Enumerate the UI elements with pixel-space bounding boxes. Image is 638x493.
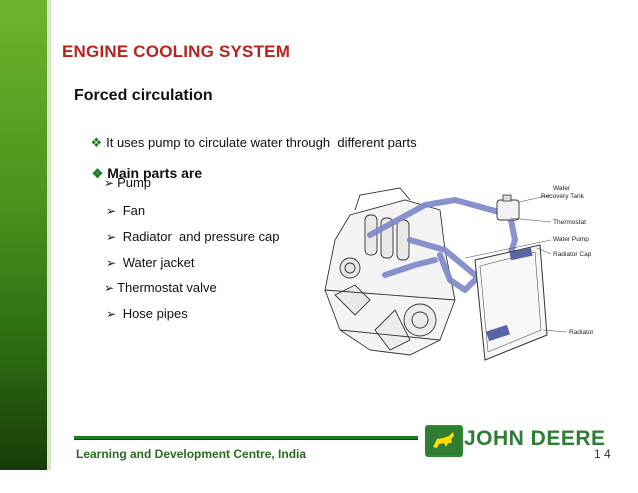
cooling-system-diagram: Water Recovery Tank Thermostat Water Pum… — [324, 185, 594, 361]
diagram-label-recovery-tank: Recovery Tank — [541, 193, 585, 200]
arrow-bullet-icon: ➢ — [106, 230, 117, 244]
bullet-pump-description: ❖It uses pump to circulate water through… — [76, 120, 417, 166]
recovery-tank — [496, 199, 520, 221]
left-green-bar — [0, 0, 47, 470]
coolant-hoses — [367, 197, 518, 293]
part-item: ➢ Hose pipes — [106, 306, 188, 321]
arrow-bullet-icon: ➢ — [106, 256, 117, 270]
part-label: Water jacket — [122, 255, 195, 270]
footer-rule-dark — [74, 439, 418, 440]
diagram-label-water: Water — [553, 185, 571, 192]
part-label: Hose pipes — [122, 306, 188, 321]
arrow-bullet-icon: ➢ — [104, 176, 115, 190]
arrow-bullet-icon: ➢ — [104, 281, 115, 295]
diamond-bullet-icon: ❖ — [90, 135, 103, 150]
arrow-bullet-icon: ➢ — [106, 204, 117, 218]
diamond-bullet-icon: ❖ — [91, 166, 104, 181]
page-number: 1 4 — [594, 447, 611, 461]
engine-block — [324, 187, 456, 356]
john-deere-wordmark: JOHN DEERE — [464, 427, 606, 450]
part-label: Thermostat valve — [117, 280, 217, 295]
part-item: ➢ Fan — [106, 203, 145, 218]
bullet-main-parts: ❖Main parts are — [76, 149, 203, 198]
part-item: ➢ Water jacket — [106, 255, 194, 270]
part-item: ➢Thermostat valve — [104, 280, 217, 295]
label-leader-lines — [464, 194, 568, 333]
radiator — [474, 244, 548, 361]
footer-rule — [74, 436, 418, 439]
section-heading: Forced circulation — [74, 87, 213, 104]
diagram-label-thermostat: Thermostat — [553, 219, 586, 226]
part-label: Fan — [122, 203, 146, 218]
arrow-bullet-icon: ➢ — [106, 307, 117, 321]
bullet-text: It uses pump to circulate water through … — [106, 135, 417, 150]
part-item: ➢Pump — [104, 175, 151, 190]
bullet-text: Main parts are — [107, 165, 203, 181]
diagram-label-radiator: Radiator — [569, 329, 594, 336]
diagram-label-water-pump: Water Pump — [553, 236, 589, 243]
left-bar-edge — [47, 0, 51, 470]
slide-title: ENGINE COOLING SYSTEM — [62, 42, 291, 61]
part-label: Pump — [117, 175, 152, 190]
footer-organization: Learning and Development Centre, India — [76, 447, 307, 461]
part-item: ➢ Radiator and pressure cap — [106, 229, 280, 244]
diagram-label-radiator-cap: Radiator Cap — [553, 251, 592, 258]
part-label: Radiator and pressure cap — [122, 229, 280, 244]
john-deere-deer-logo-icon — [425, 425, 463, 457]
